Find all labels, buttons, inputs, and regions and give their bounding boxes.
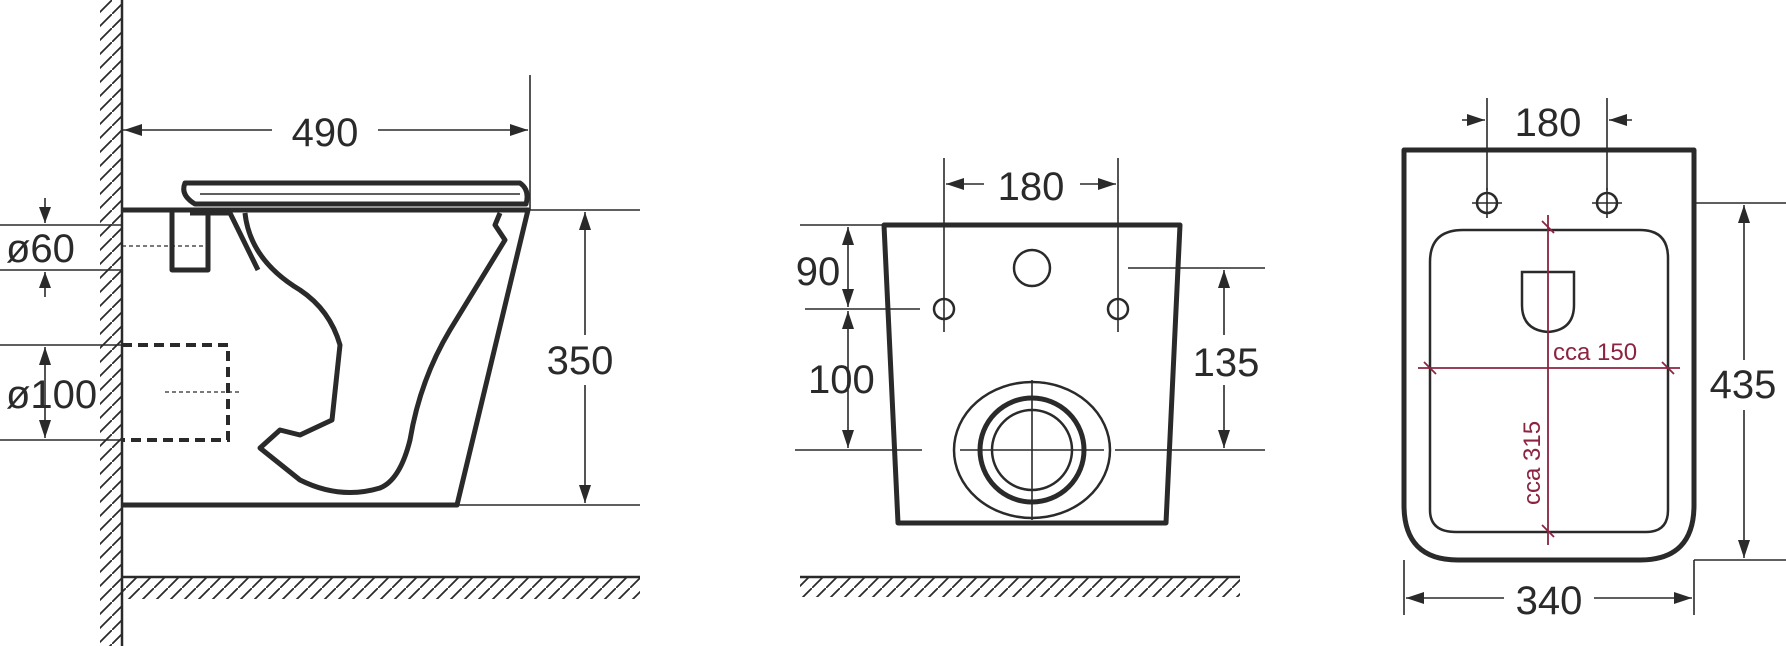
upper-offset-dimension: 90: [796, 250, 841, 294]
inlet-diameter: ø60: [6, 227, 75, 271]
outlet-height-dimension: 100: [808, 358, 875, 402]
bowl-trap: [242, 212, 508, 495]
side-view: 490 350 ø60 ø100: [0, 0, 640, 646]
bolt-to-outlet-dimension: 135: [1193, 341, 1260, 385]
top-bolt-spacing: 180: [1515, 101, 1582, 145]
outlet-diameter: ø100: [6, 373, 97, 417]
height-dimension: 350: [547, 339, 614, 383]
rear-bolt-spacing: 180: [998, 165, 1065, 209]
bowl-opening: [1428, 228, 1670, 534]
length-dimension: 435: [1710, 363, 1777, 407]
seat-lid: [181, 180, 530, 207]
rear-body: [881, 222, 1183, 526]
width-dimension: 340: [1516, 579, 1583, 623]
rear-floor-hatching: [800, 577, 1240, 597]
floor-hatching: [122, 577, 640, 599]
flush-rim: [190, 210, 261, 272]
opening-width-label: cca 150: [1553, 339, 1637, 366]
top-outline: [1401, 147, 1697, 563]
top-view: 180 435 340 cca 150 cca 315: [1401, 98, 1786, 623]
inlet-fitting: [169, 207, 211, 273]
bowl-body: [122, 207, 531, 508]
opening-length-label: cca 315: [1519, 421, 1546, 505]
water-inlet-hole: [1012, 248, 1052, 288]
wall-hatching: [100, 0, 122, 646]
depth-dimension: 490: [292, 111, 359, 155]
rear-view: 180 90 100 135: [795, 158, 1265, 597]
